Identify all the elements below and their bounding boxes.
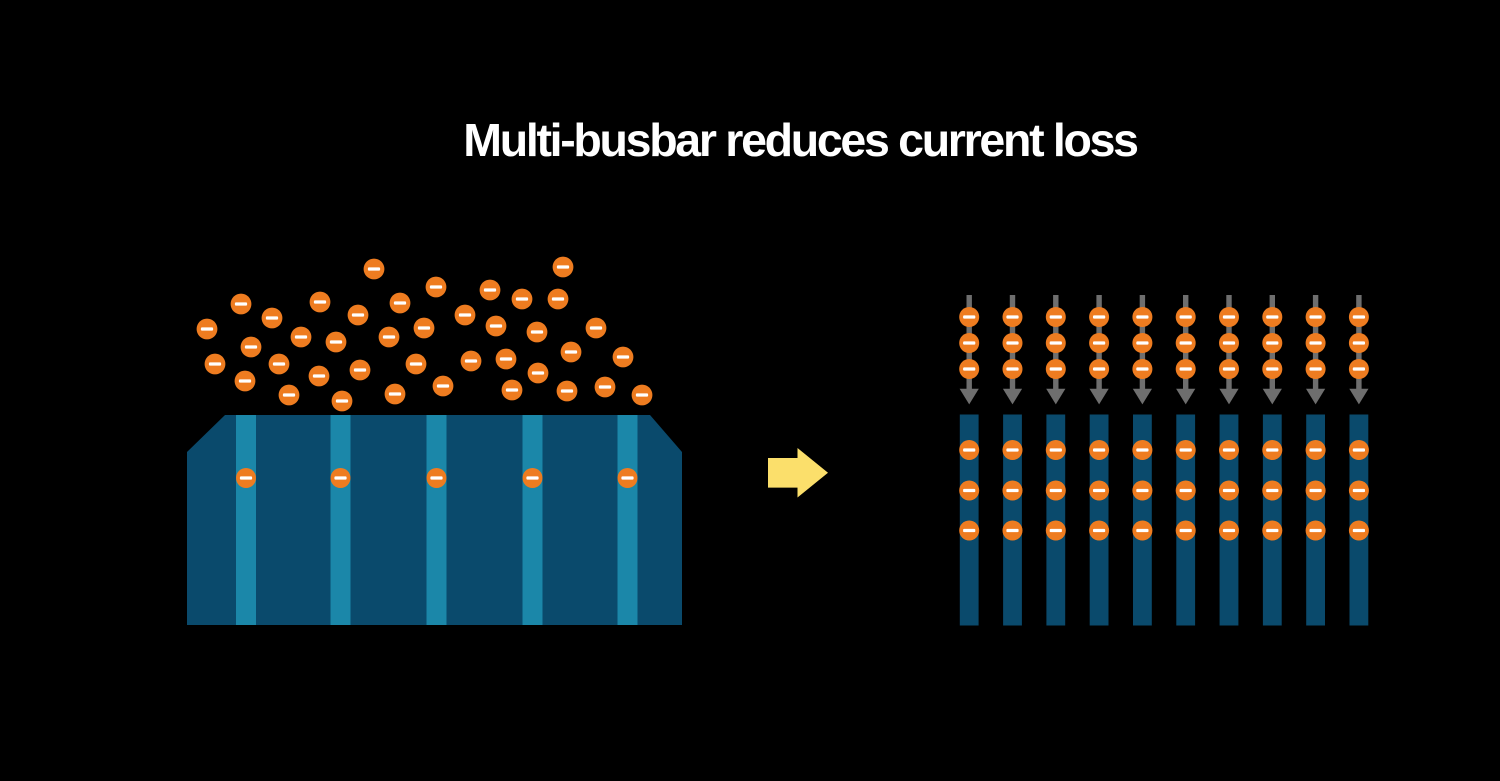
- svg-text:Multi-busbar reduces current l: Multi-busbar reduces current loss: [463, 114, 1137, 166]
